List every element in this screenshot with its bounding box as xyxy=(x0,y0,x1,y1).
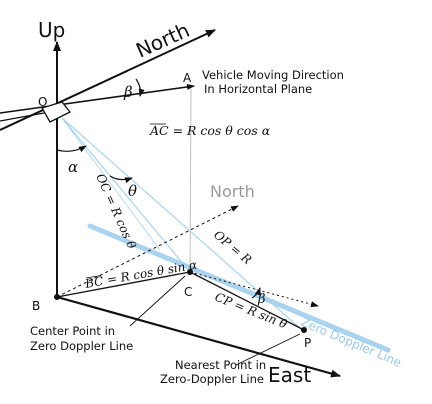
nearest-callout-line xyxy=(235,333,301,366)
point-b-label: B xyxy=(32,299,40,313)
equation-ac: AC = R cos θ cos α xyxy=(149,123,271,138)
vehicle-direction-line xyxy=(0,83,195,114)
projected-vehicle-dotted xyxy=(189,271,319,308)
vehicle-direction-label-line1: Vehicle Moving Direction xyxy=(202,68,344,82)
projected-north-label: North xyxy=(210,182,255,201)
line-bc xyxy=(56,271,191,298)
center-point-label-line1: Center Point in xyxy=(30,324,115,338)
center-point-label-line2: Zero Doppler Line xyxy=(30,339,133,353)
ray-op xyxy=(61,117,303,331)
east-axis xyxy=(56,295,341,378)
point-p-marker xyxy=(301,327,307,333)
point-b-marker xyxy=(54,294,60,300)
vehicle-icon xyxy=(0,101,72,123)
east-axis-label: East xyxy=(268,363,311,387)
vehicle-direction-label-line2: In Horizontal Plane xyxy=(204,82,312,96)
beta-label-top: β xyxy=(123,83,133,101)
theta-arc xyxy=(109,175,133,184)
line-cp xyxy=(189,271,305,331)
ray-oc xyxy=(61,117,191,273)
alpha-label: α xyxy=(68,158,78,176)
equation-bc: BC = R cos θ sin α xyxy=(83,257,198,291)
alpha-arc xyxy=(56,145,87,153)
theta-label: θ xyxy=(128,182,137,200)
north-axis-label: North xyxy=(132,18,193,63)
beta-arc-lower xyxy=(251,287,261,299)
equation-op: OP = R xyxy=(211,228,254,267)
center-callout-line xyxy=(129,275,186,327)
ray-oc-inner xyxy=(61,117,161,251)
nearest-point-label-line2: Zero-Doppler Line xyxy=(160,372,264,386)
point-c-marker xyxy=(187,269,193,275)
beta-label-lower: β xyxy=(257,292,266,307)
nearest-point-label-line1: Nearest Point in xyxy=(175,358,266,372)
line-ac xyxy=(189,88,192,272)
zero-doppler-label: Zero Doppler Line xyxy=(299,315,404,370)
zero-doppler-line xyxy=(87,223,391,353)
up-axis-label: Up xyxy=(38,18,65,42)
point-a-label: A xyxy=(183,71,192,85)
point-o-label: O xyxy=(38,95,47,109)
beta-arc-top xyxy=(135,78,145,97)
north-axis xyxy=(0,29,216,131)
point-p-label: P xyxy=(304,336,311,350)
point-c-label: C xyxy=(184,285,192,299)
projected-north-dashed xyxy=(56,205,239,298)
equation-cp: CP = R sin θ xyxy=(213,290,290,332)
equation-bc-overline xyxy=(85,275,102,279)
